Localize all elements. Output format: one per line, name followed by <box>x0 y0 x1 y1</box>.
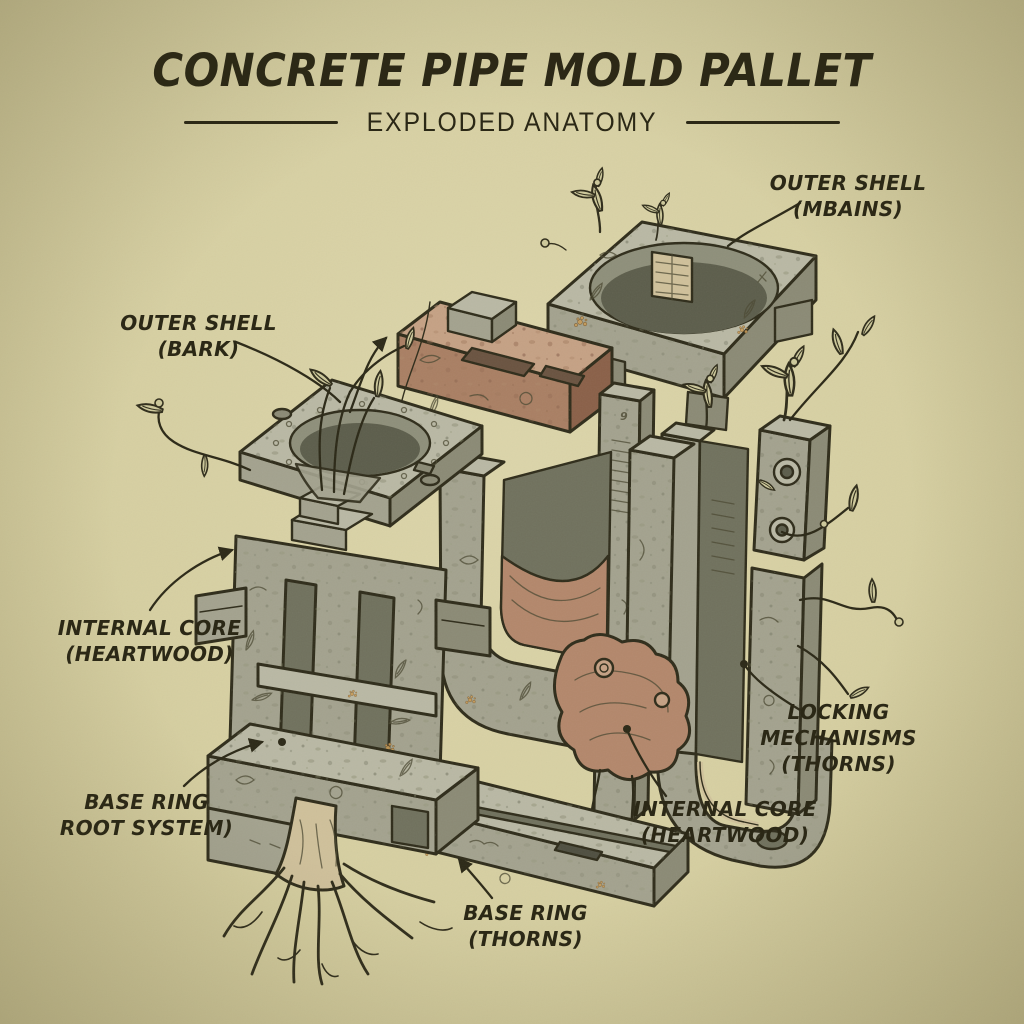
label-base-ring-root-system: BASE RING ROOT SYSTEM) <box>59 790 234 840</box>
label-outer-shell-mbains: OUTER SHELL (MBAINS) <box>769 171 927 221</box>
label-internal-core-right: INTERNAL CORE (HEARTWOOD) <box>633 797 817 847</box>
subtitle-row: EXPLODED ANATOMY <box>184 107 840 138</box>
label-outer-shell-bark: OUTER SHELL (BARK) <box>120 311 277 361</box>
label-base-ring-thorns: BASE RING (THORNS) <box>463 901 588 951</box>
label-internal-core-left: INTERNAL CORE (HEARTWOOD) <box>57 616 242 666</box>
label-locking-mechanisms: LOCKING MECHANISMS (THORNS) <box>760 700 917 776</box>
subtitle-rule-right <box>686 121 840 124</box>
subtitle-rule-left <box>184 121 338 124</box>
header: CONCRETE PIPE MOLD PALLET EXPLODED ANATO… <box>0 44 1024 138</box>
page-title: CONCRETE PIPE MOLD PALLET <box>152 44 872 97</box>
page-subtitle: EXPLODED ANATOMY <box>366 107 658 137</box>
